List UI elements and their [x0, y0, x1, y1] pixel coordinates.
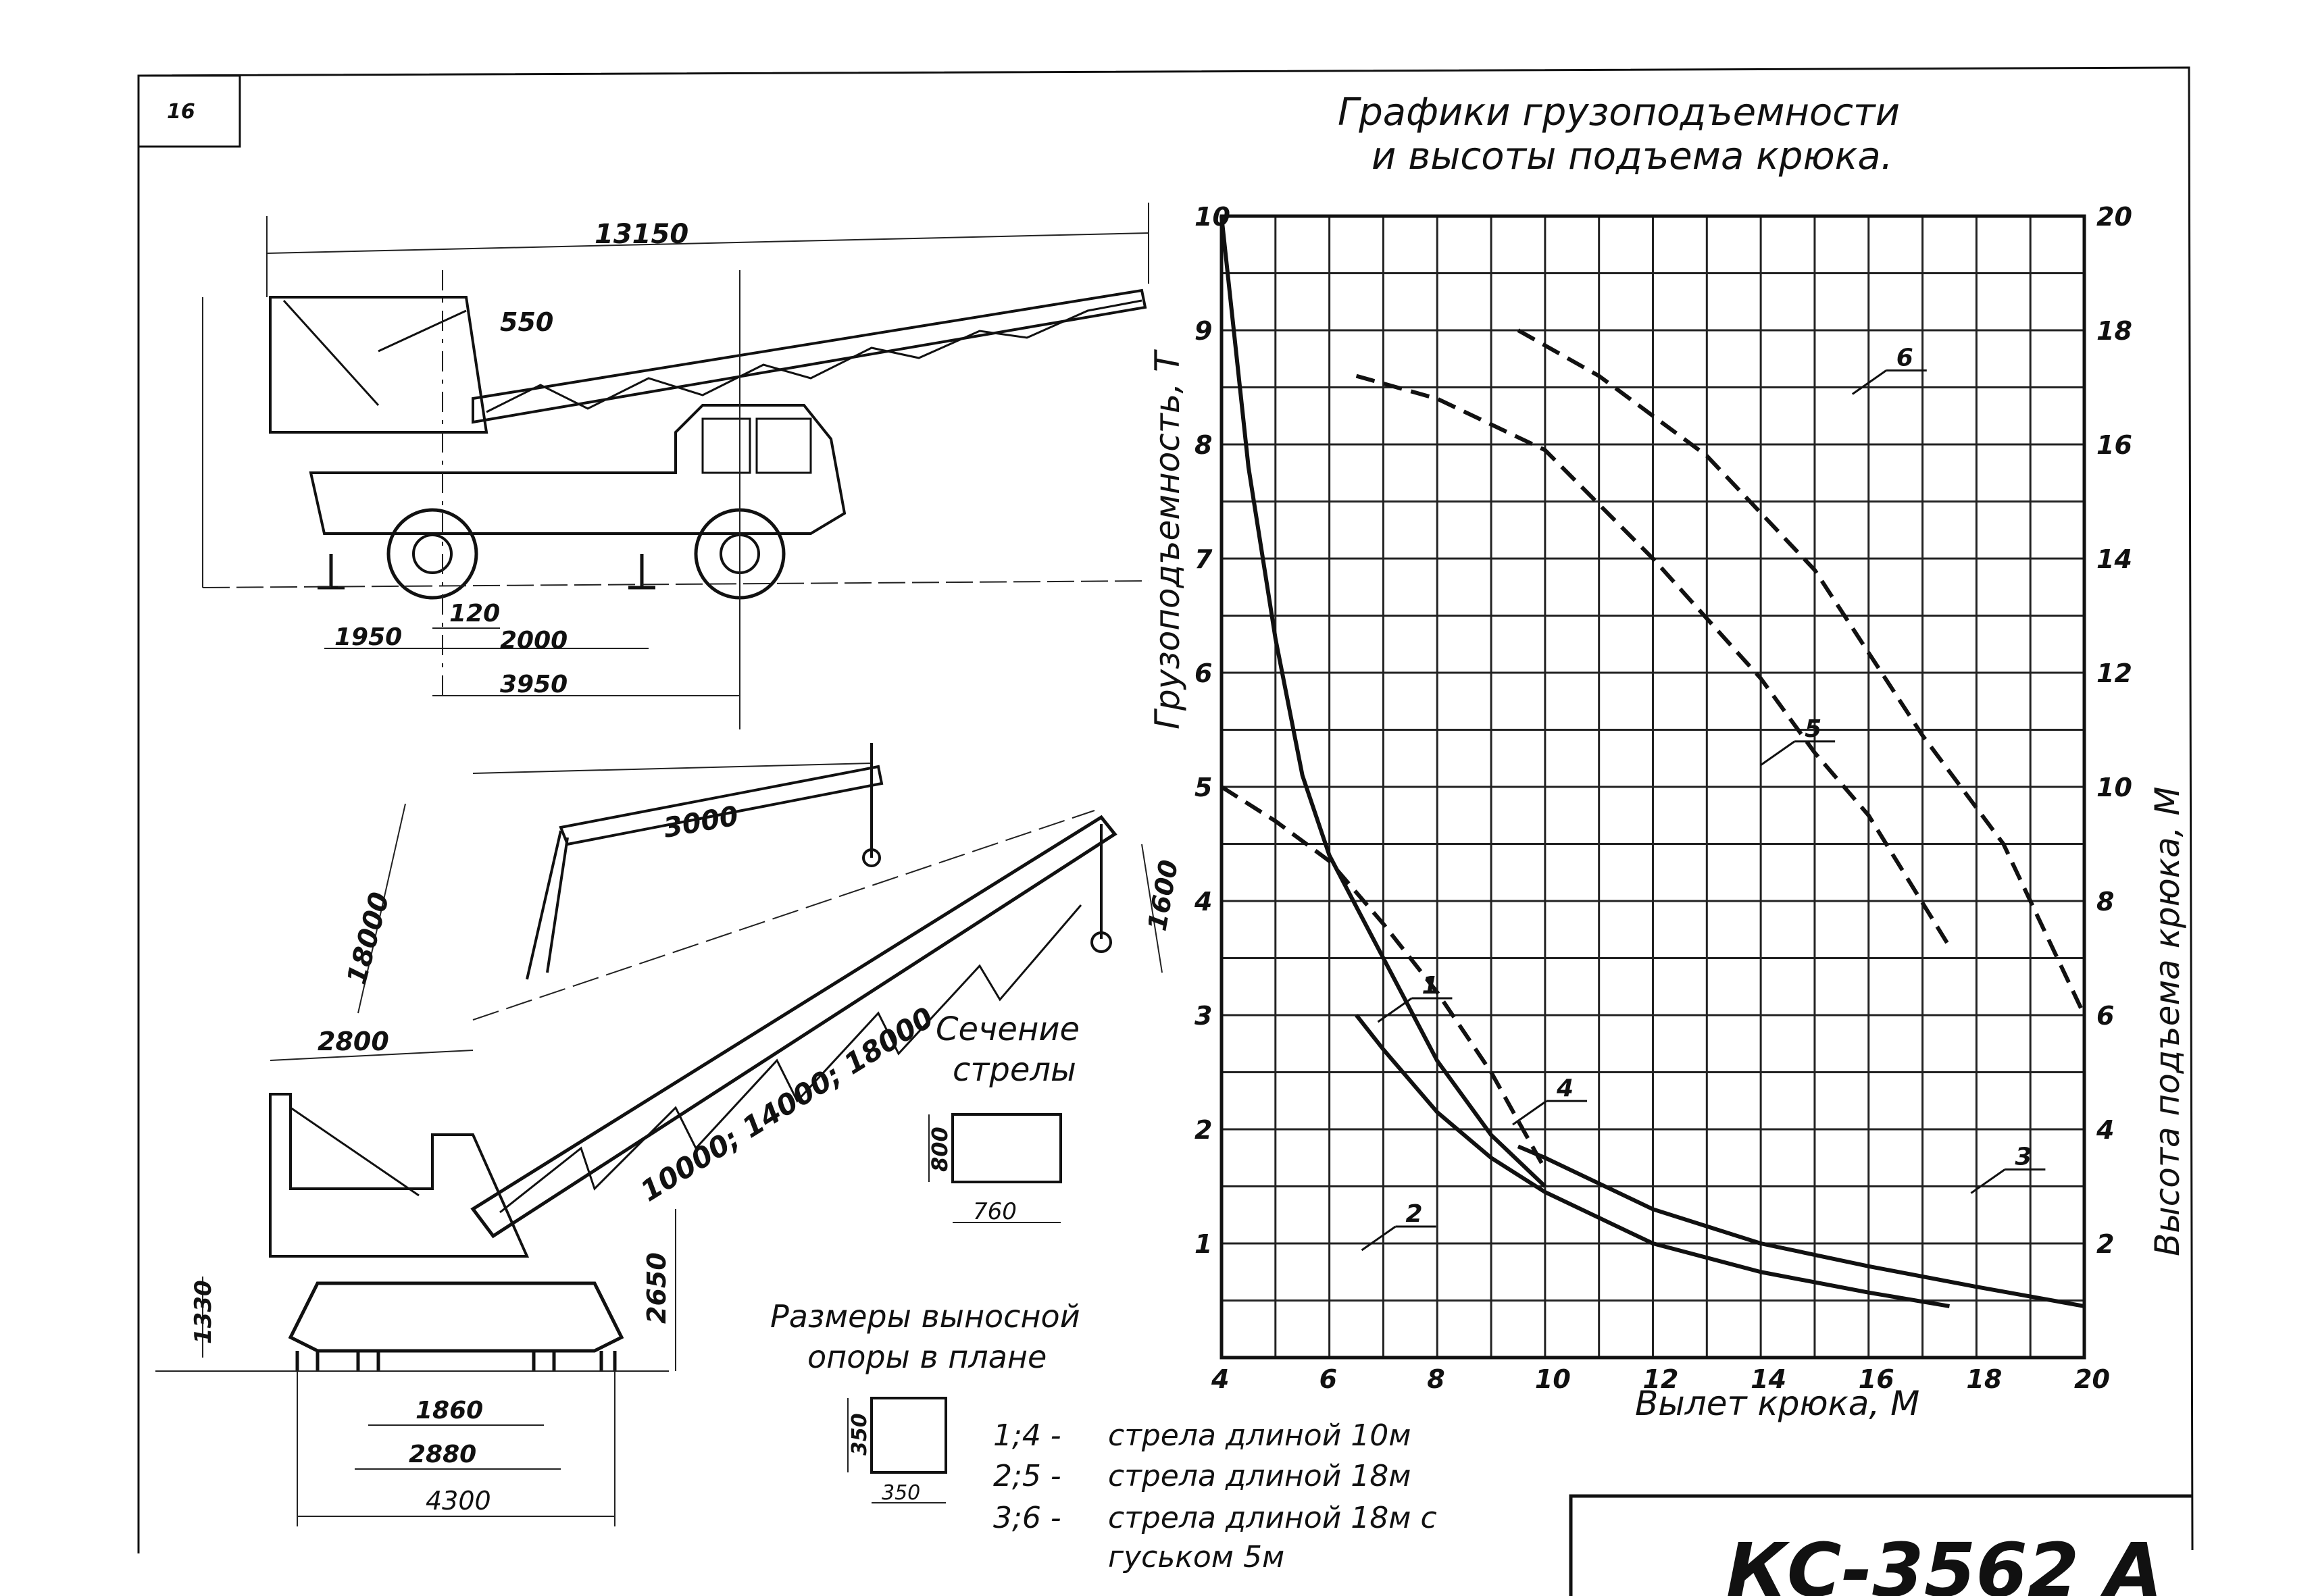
- outrigger-title-line2: опоры в плане: [807, 1339, 1047, 1375]
- y-right-tick-label: 18: [2096, 316, 2132, 346]
- sheet-frame: [137, 66, 2194, 1553]
- series-leader-5: [1760, 740, 1795, 766]
- x-tick-label: 12: [1643, 1364, 1679, 1394]
- series-label-5: 5: [1805, 715, 1821, 743]
- dim-2800: 2800: [318, 1027, 389, 1056]
- legend-id-2: 2;5 -: [993, 1459, 1061, 1493]
- x-tick-label: 8: [1427, 1364, 1444, 1394]
- y-left-axis-label: Грузоподъемность, Т: [1148, 349, 1187, 729]
- legend: 1;4 - стрела длиной 10м 2;5 - стрела дли…: [993, 1418, 1437, 1574]
- boom-lengths-label: 10000; 14000; 18000: [634, 1000, 939, 1208]
- outrigger-title-line1: Размеры выносной: [770, 1298, 1080, 1335]
- series-label-2: 2: [1406, 1200, 1423, 1228]
- y-left-tick-label: 7: [1194, 544, 1213, 574]
- x-tick-label: 10: [1535, 1364, 1571, 1394]
- series-label-1: 1: [1422, 972, 1438, 1000]
- boom-section-width: 760: [973, 1198, 1017, 1225]
- series-line-3: [1517, 1144, 2085, 1308]
- outrigger-pad: Размеры выносной опоры в плане 350 350: [770, 1298, 1080, 1505]
- boom-section: Сечение стрелы 800 760: [927, 1010, 1080, 1225]
- series-line-5: [1355, 374, 1952, 948]
- series-leader-6: [1851, 369, 1887, 395]
- y-right-tick-label: 14: [2096, 544, 2132, 574]
- series-line-4: [1220, 785, 1547, 1170]
- y-left-tick-label: 8: [1194, 430, 1212, 460]
- series-leader-2: [1361, 1225, 1397, 1252]
- series-leader-1: [1377, 997, 1413, 1023]
- dim-120: 120: [449, 600, 500, 627]
- dim-2000: 2000: [500, 627, 568, 654]
- outrigger-width: 350: [882, 1481, 920, 1505]
- series-label-4: 4: [1556, 1075, 1574, 1102]
- series-line-2: [1355, 1014, 1950, 1308]
- y-left-tick-label: 9: [1194, 316, 1212, 346]
- boom-section-height: 800: [927, 1127, 953, 1172]
- chart-grid: [1219, 214, 2086, 1360]
- x-tick-label: 6: [1319, 1364, 1337, 1394]
- series-label-6: 6: [1896, 344, 1913, 372]
- chart-series: [1219, 215, 2086, 1308]
- y-left-tick-label: 4: [1194, 887, 1212, 917]
- x-tick-label: 18: [1966, 1364, 2002, 1394]
- dim-1330: 1330: [190, 1280, 217, 1344]
- chart-title-line2: и высоты подъема крюка.: [1372, 134, 1893, 178]
- y-right-tick-label: 8: [2096, 887, 2114, 917]
- x-tick-label: 20: [2074, 1364, 2110, 1394]
- dim-2650: 2650: [642, 1252, 672, 1324]
- series-label-3: 3: [2015, 1143, 2032, 1171]
- boom-section-title-line1: Сечение: [936, 1010, 1080, 1048]
- title-block: КС-3562 А: [1569, 1494, 2192, 1596]
- dim-3950: 3950: [500, 671, 568, 698]
- dim-18000: 18000: [341, 889, 395, 987]
- chart-series-labels: 1 2 3 4 5 6: [1361, 344, 2046, 1252]
- legend-text-4: гуськом 5м: [1108, 1540, 1284, 1574]
- drawing-code: КС-3562 А: [1726, 1527, 2163, 1596]
- outrigger-height: 350: [848, 1413, 872, 1456]
- x-tick-label: 16: [1859, 1364, 1894, 1394]
- y-right-axis-label: Высота подъема крюка, М: [2148, 786, 2187, 1256]
- y-left-tick-label: 6: [1194, 659, 1212, 688]
- crane-side-view: 13150 550 120 1950 2000 3950: [202, 203, 1149, 729]
- x-tick-label: 4: [1211, 1364, 1229, 1394]
- legend-id-3: 3;6 -: [993, 1501, 1061, 1535]
- dim-1600: 1600: [1142, 858, 1184, 933]
- y-left-tick-label: 10: [1194, 202, 1230, 232]
- series-leader-4: [1512, 1100, 1547, 1126]
- dim-1950: 1950: [334, 623, 402, 651]
- x-axis-label: Вылет крюка, М: [1635, 1384, 1919, 1423]
- y-right-tick-label: 2: [2096, 1229, 2114, 1259]
- y-left-tick-label: 2: [1194, 1115, 1212, 1145]
- series-leader-3: [1970, 1168, 2006, 1194]
- y-right-tick-label: 6: [2096, 1001, 2114, 1031]
- x-tick-label: 14: [1751, 1364, 1786, 1394]
- series-line-6: [1517, 328, 2086, 1016]
- boom-section-title-line2: стрелы: [953, 1051, 1076, 1089]
- page-number: 16: [167, 100, 195, 124]
- y-right-tick-label: 20: [2096, 202, 2132, 232]
- dim-1860: 1860: [416, 1397, 483, 1424]
- y-right-tick-label: 4: [2096, 1115, 2114, 1145]
- y-left-tick-label: 1: [1194, 1229, 1212, 1259]
- y-right-tick-label: 10: [2096, 773, 2132, 802]
- chart-title-line1: Графики грузоподъемности: [1338, 91, 1900, 134]
- dim-2880: 2880: [409, 1441, 476, 1468]
- y-left-tick-label: 5: [1194, 773, 1212, 802]
- dim-550: 550: [500, 307, 553, 337]
- y-right-tick-label: 16: [2096, 430, 2132, 460]
- legend-text-3: стрела длиной 18м с: [1108, 1501, 1437, 1535]
- series-line-1: [1219, 215, 1546, 1188]
- y-left-tick-label: 3: [1194, 1001, 1212, 1031]
- legend-text-2: стрела длиной 18м: [1108, 1459, 1411, 1493]
- y-right-tick-label: 12: [2096, 659, 2132, 688]
- legend-text-1: стрела длиной 10м: [1108, 1418, 1411, 1453]
- legend-id-1: 1;4 -: [993, 1418, 1061, 1453]
- dim-4300: 4300: [426, 1486, 491, 1516]
- dim-13150: 13150: [595, 219, 688, 250]
